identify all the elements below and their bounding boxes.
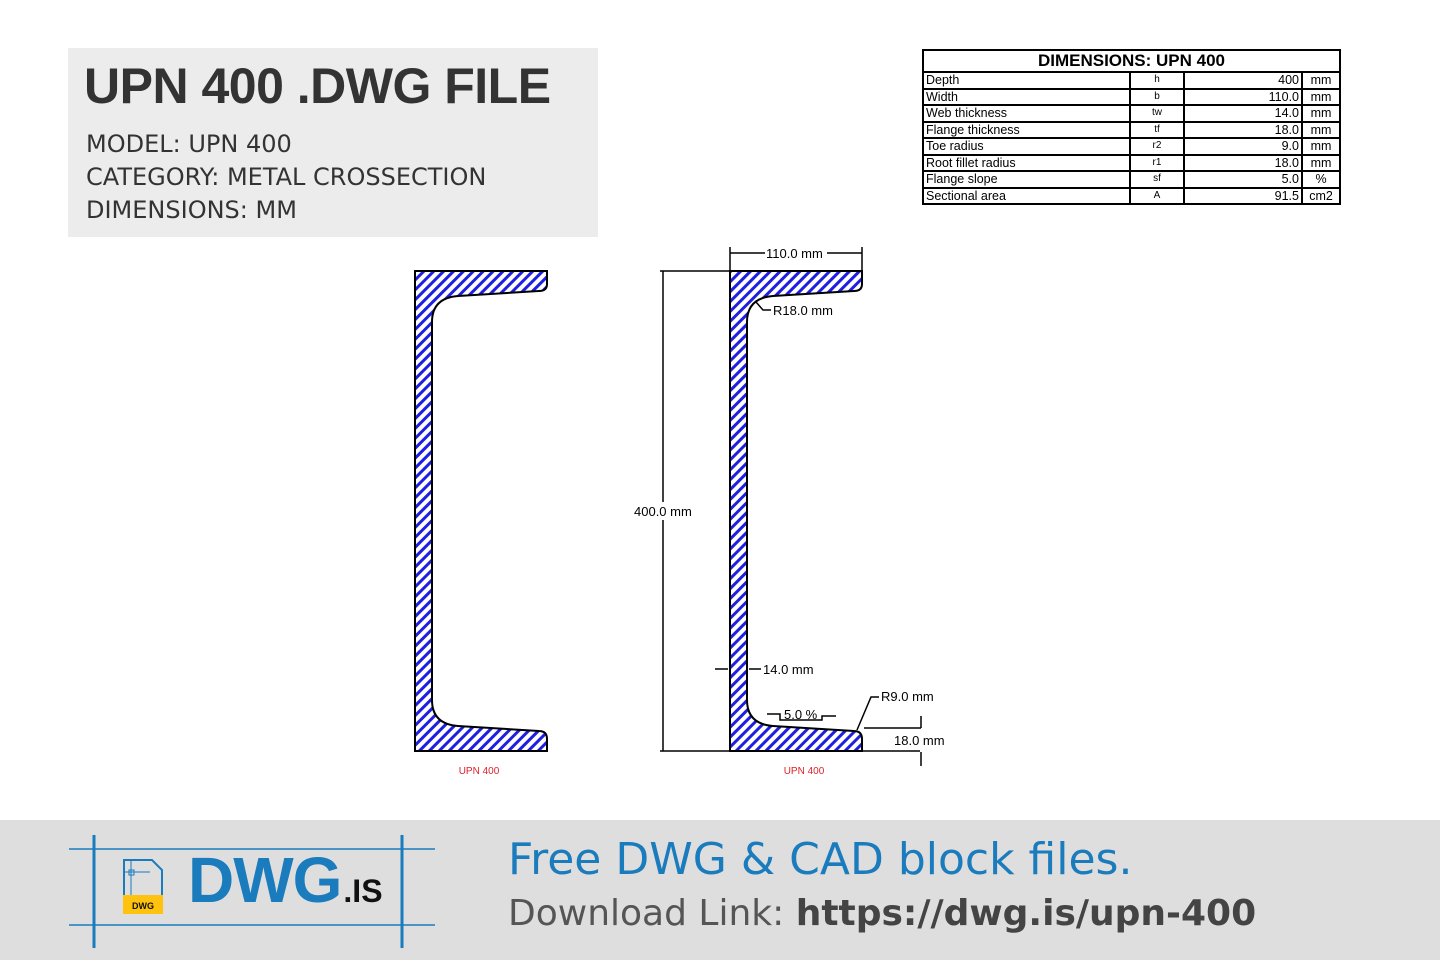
flange-slope-dimension: 5.0 % (784, 707, 818, 722)
model-text: MODEL: UPN 400 (86, 130, 292, 158)
download-prefix: Download Link: (508, 893, 796, 934)
root-radius-dimension: R18.0 mm (773, 303, 833, 318)
flange-thickness-dimension: 18.0 mm (894, 733, 945, 748)
width-dimension: 110.0 mm (766, 246, 823, 261)
channel-section-left (414, 270, 548, 752)
cell-unit: cm2 (1301, 186, 1341, 205)
cell-value: 18.0 (1183, 153, 1303, 172)
category-text: CATEGORY: METAL CROSSECTION (86, 163, 487, 191)
depth-dimension: 400.0 mm (634, 504, 692, 519)
tagline: Free DWG & CAD block files. (508, 834, 1133, 885)
download-url[interactable]: https://dwg.is/upn-400 (795, 893, 1257, 934)
logo-badge: DWG (132, 901, 154, 911)
cell-unit: mm (1301, 71, 1341, 90)
page-title: UPN 400 .DWG FILE (84, 58, 551, 114)
download-link-text: Download Link: https://dwg.is/upn-400 (508, 892, 1256, 936)
logo-frame: DWG (69, 835, 435, 948)
toe-radius-dimension: R9.0 mm (881, 689, 934, 704)
cell-symbol: A (1129, 186, 1185, 205)
logo-main: DWG (188, 844, 342, 916)
channel-section-right (729, 270, 863, 752)
dimension-lines (660, 247, 922, 766)
cell-value: 91.5 (1183, 186, 1303, 205)
dimensions-text: DIMENSIONS: MM (86, 196, 297, 224)
cell-name: Sectional area (922, 186, 1131, 205)
dwg-file-icon: DWG (123, 859, 163, 914)
web-thickness-dimension: 14.0 mm (763, 662, 814, 677)
logo-suffix: .IS (343, 873, 383, 909)
footer: DWG DWG.IS Free DWG & CAD block files. D… (0, 820, 1440, 960)
table-title: DIMENSIONS: UPN 400 (922, 49, 1341, 73)
logo-wordmark: DWG.IS (188, 842, 383, 918)
title-box: UPN 400 .DWG FILE MODEL: UPN 400 CATEGOR… (68, 48, 598, 237)
right-section-label: UPN 400 (784, 766, 825, 777)
left-section-label: UPN 400 (459, 766, 500, 777)
drawing-canvas: 110.0 mm 400.0 mm R18.0 mm 14.0 mm 5.0 %… (414, 246, 945, 777)
